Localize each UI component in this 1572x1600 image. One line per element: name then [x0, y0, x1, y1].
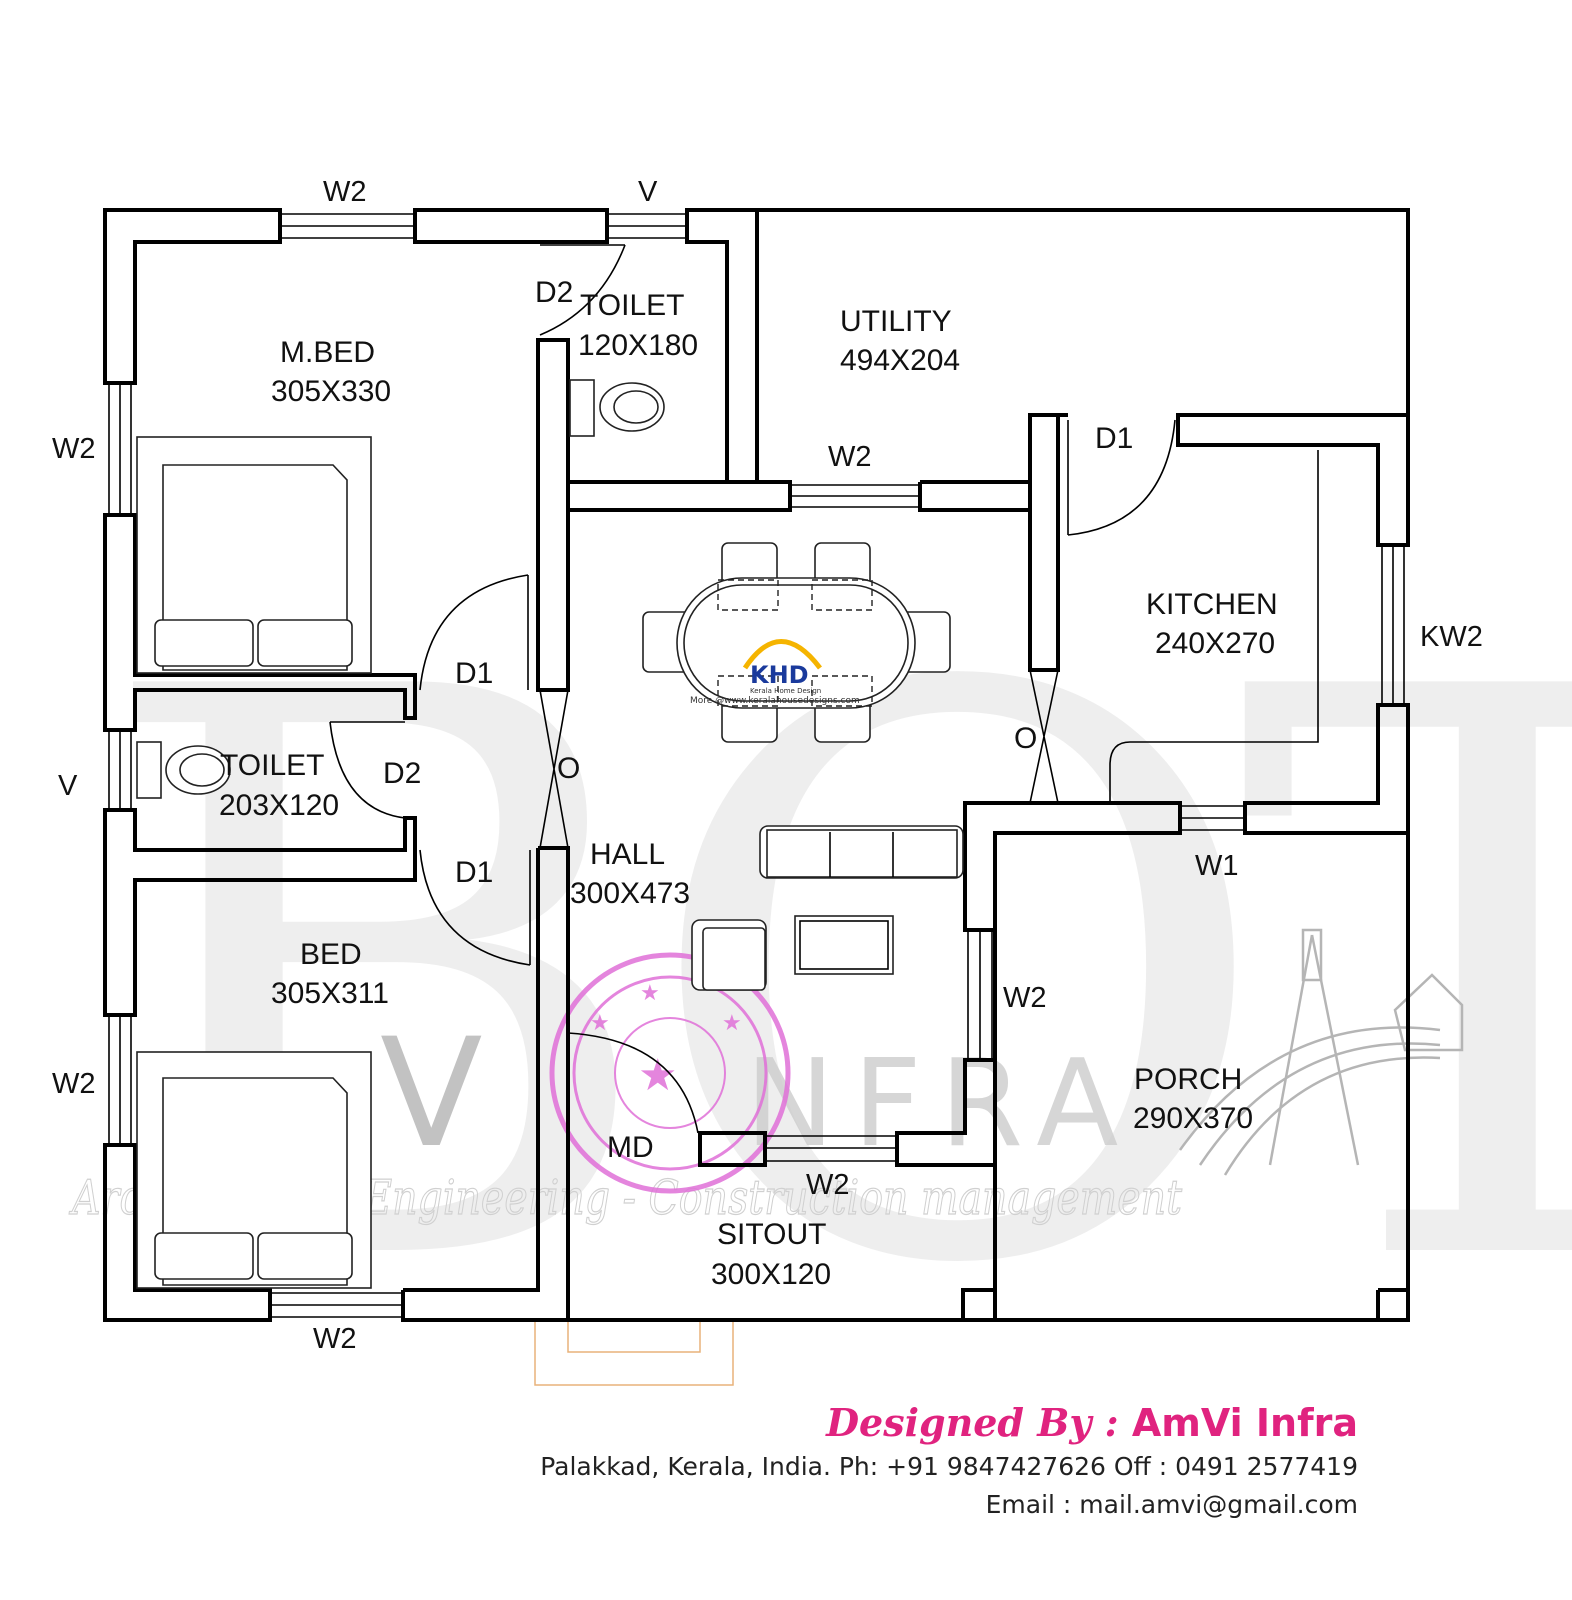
windows	[108, 213, 1405, 1318]
label-d2-mid: D2	[383, 757, 421, 790]
wc-toilet-2	[136, 741, 231, 799]
designed-by: Designed By : AmVi Infra	[826, 1400, 1358, 1445]
label-d1-upper: D1	[455, 657, 493, 690]
label-w2-hall: W2	[1003, 982, 1047, 1014]
svg-text:★: ★	[590, 1011, 610, 1036]
room-sitout-size: 300X120	[711, 1258, 831, 1291]
room-toilet2-name: TOILET	[220, 749, 324, 782]
label-kw2: KW2	[1420, 621, 1483, 653]
room-kitchen-name: KITCHEN	[1146, 588, 1278, 621]
khd-logo-url: More @www.keralahousedesigns.com	[690, 696, 860, 706]
room-bed-name: BED	[300, 938, 362, 971]
room-mbed-name: M.BED	[280, 336, 375, 369]
label-d1-kitchen: D1	[1095, 422, 1133, 455]
khd-logo-sub: Kerala Home Design	[750, 687, 821, 695]
svg-text:NFRA: NFRA	[745, 1035, 1136, 1174]
svg-text:★: ★	[722, 1011, 742, 1036]
label-v-top: V	[638, 176, 658, 208]
contact-address: Palakkad, Kerala, India. Ph: +91 9847427…	[540, 1452, 1358, 1481]
room-bed-size: 305X311	[271, 977, 389, 1010]
designed-by-label: Designed By :	[826, 1400, 1119, 1445]
wc-toilet-1	[569, 379, 665, 437]
room-porch-name: PORCH	[1134, 1063, 1242, 1096]
label-d2-top: D2	[535, 276, 573, 309]
room-hall-size: 300X473	[570, 877, 690, 910]
khd-logo-text: KHD	[750, 661, 809, 689]
bed-master	[136, 436, 372, 674]
label-w2-sitout: W2	[806, 1169, 850, 1201]
firm-name: AmVi Infra	[1131, 1401, 1358, 1445]
room-kitchen-size: 240X270	[1155, 627, 1275, 660]
label-w2-left-bottom: W2	[52, 1068, 96, 1100]
khd-logo: KHD Kerala Home Design More @www.keralah…	[690, 639, 860, 706]
room-hall-name: HALL	[590, 838, 665, 871]
room-sitout-name: SITOUT	[717, 1218, 826, 1251]
label-v-left: V	[58, 770, 78, 802]
bed-second	[136, 1051, 372, 1289]
walls	[103, 208, 1410, 1322]
room-toilet2-size: 203X120	[219, 789, 339, 822]
label-w2-utility: W2	[828, 441, 872, 473]
room-porch-size: 290X370	[1133, 1102, 1253, 1135]
contact-email: Email : mail.amvi@gmail.com	[985, 1490, 1358, 1519]
label-d1-lower: D1	[455, 856, 493, 889]
label-w2-bottom: W2	[313, 1323, 357, 1355]
room-utility-name: UTILITY	[840, 305, 952, 338]
entry-steps	[534, 1322, 734, 1386]
label-md: MD	[607, 1131, 654, 1164]
svg-text:★: ★	[640, 981, 660, 1006]
label-w1: W1	[1195, 850, 1239, 882]
label-w2-left-top: W2	[52, 433, 96, 465]
sofa-set	[691, 825, 964, 991]
svg-text:V: V	[380, 1007, 483, 1181]
room-mbed-size: 305X330	[271, 375, 391, 408]
label-o-left: O	[557, 752, 580, 785]
room-utility-size: 494X204	[840, 344, 960, 377]
room-labels: M.BED 305X330 TOILET 120X180 UTILITY 494…	[219, 289, 1278, 1291]
opening-labels: W2 V D2 W2 W2 D1 KW2 D1 O O V D2 D1 W1 W…	[52, 176, 1483, 1355]
kitchen-counter	[1109, 450, 1319, 803]
room-toilet1-size: 120X180	[578, 329, 698, 362]
label-o-right: O	[1014, 722, 1037, 755]
label-w2-top: W2	[323, 176, 367, 208]
room-toilet1-name: TOILET	[580, 289, 684, 322]
doors	[329, 244, 1176, 1134]
